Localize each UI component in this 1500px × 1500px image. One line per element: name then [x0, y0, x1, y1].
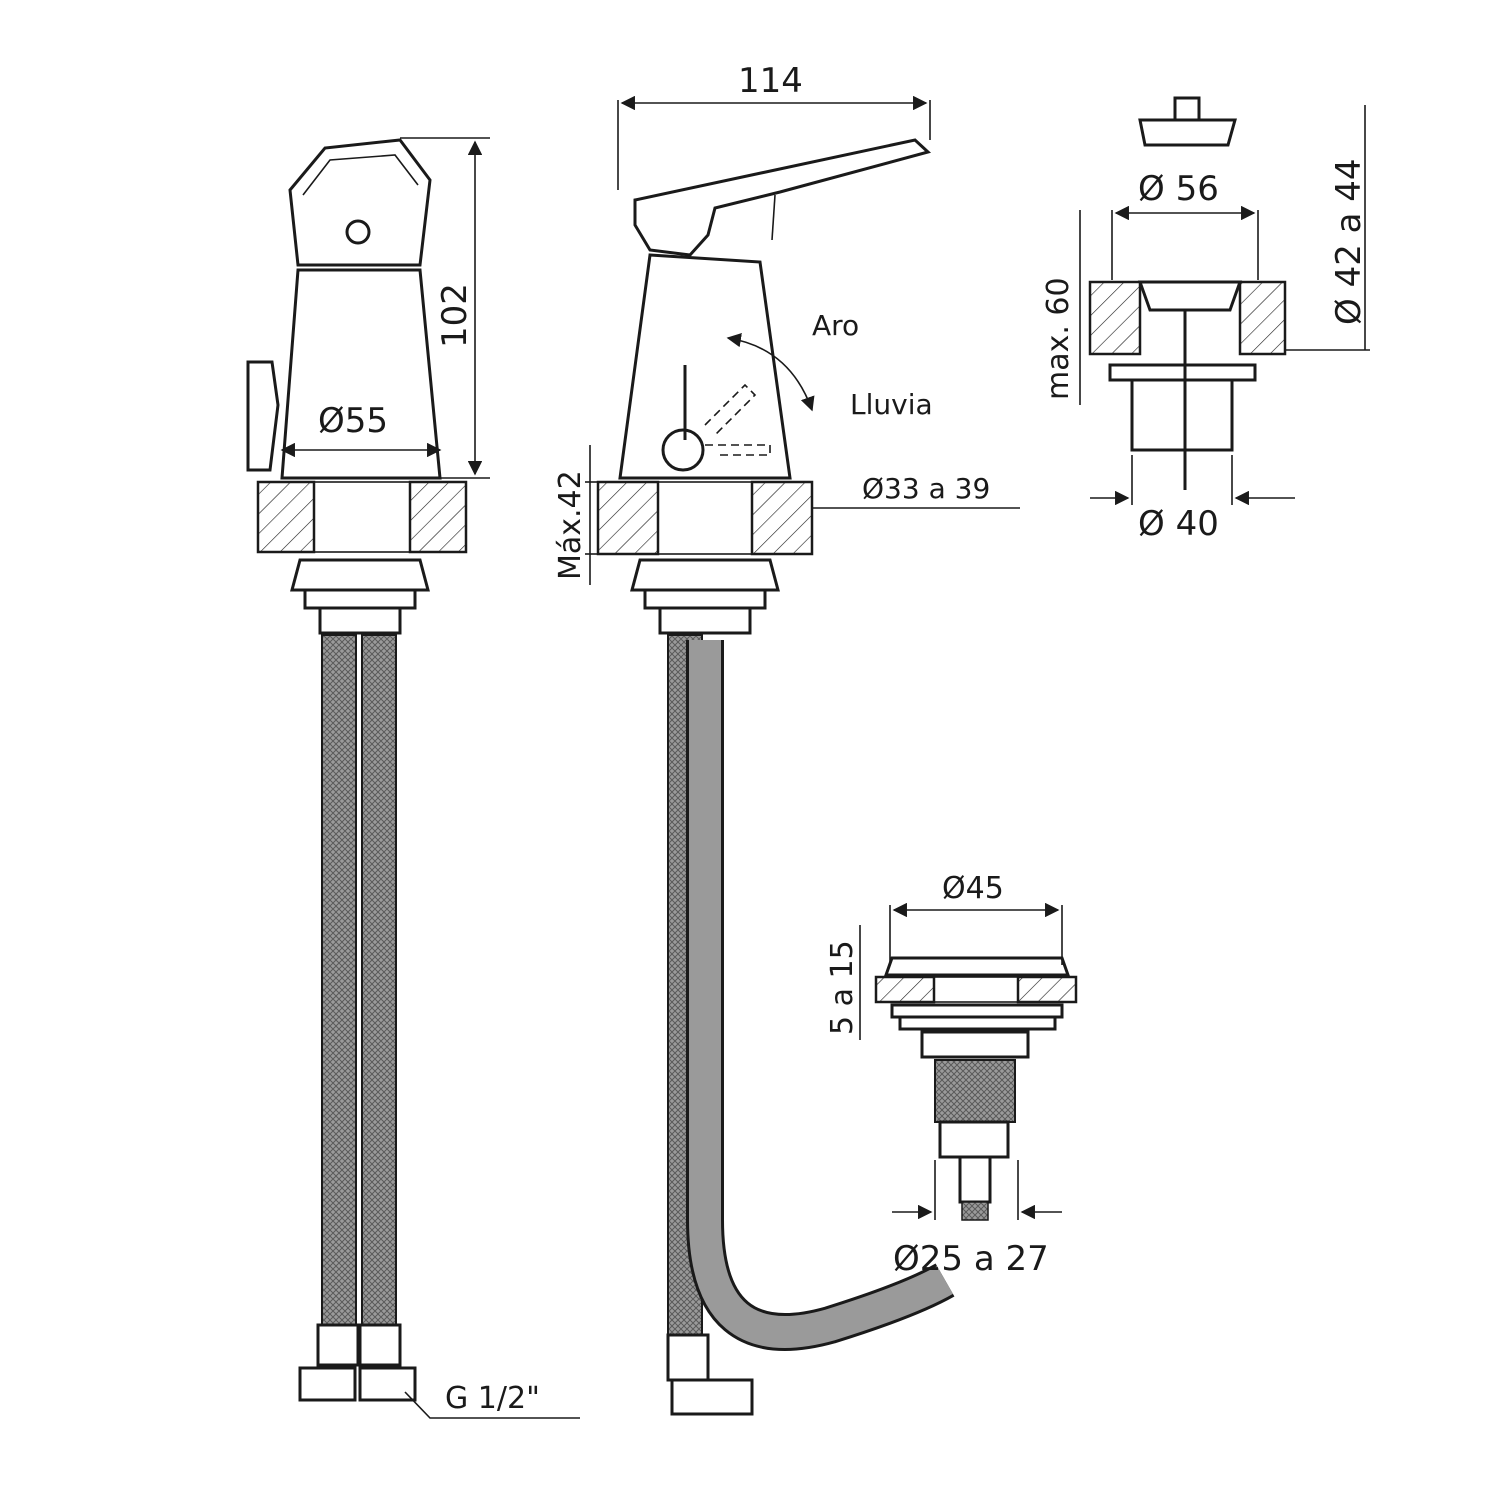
side-length-label: 114: [738, 61, 803, 101]
handle-hole: [345, 219, 371, 245]
side-lever: [246, 360, 280, 472]
plug-body-label: Ø 40: [1138, 504, 1219, 544]
push-button-detail: Ø45 5 a 15 Ø25 a 27: [825, 871, 1078, 1279]
lever-handle: [633, 138, 932, 257]
handle-top: [288, 138, 432, 267]
mode-rain-label: Lluvia: [850, 388, 933, 421]
plug-detail: Ø 56 max. 60 Ø 42 a 44 Ø 40: [1041, 96, 1370, 544]
side-body: [618, 253, 792, 480]
mixer-body: [280, 268, 442, 480]
connection-label: G 1/2": [445, 1381, 540, 1416]
hose-left: [321, 634, 357, 1326]
button-hole-label: Ø25 a 27: [893, 1239, 1049, 1279]
mode-ring-label: Aro: [812, 309, 859, 342]
plug-diameter-label: Ø 56: [1138, 169, 1219, 209]
front-view: G 1/2" Ø55 102: [246, 137, 580, 1419]
deck-thickness-label: Máx.42: [553, 470, 588, 580]
hole-diameter-label: Ø33 a 39: [862, 472, 990, 505]
front-width-label: Ø55: [318, 401, 388, 441]
hose-right: [361, 634, 397, 1326]
plug-range-label: Ø 42 a 44: [1329, 158, 1369, 325]
side-view: 114 Aro Lluvia Ø33 a 39 Máx.42: [553, 61, 1020, 1416]
plug-max-thickness-label: max. 60: [1041, 277, 1076, 400]
button-thickness-label: 5 a 15: [825, 940, 860, 1035]
button-diameter-label: Ø45: [942, 871, 1004, 906]
front-height-label: 102: [435, 283, 475, 348]
